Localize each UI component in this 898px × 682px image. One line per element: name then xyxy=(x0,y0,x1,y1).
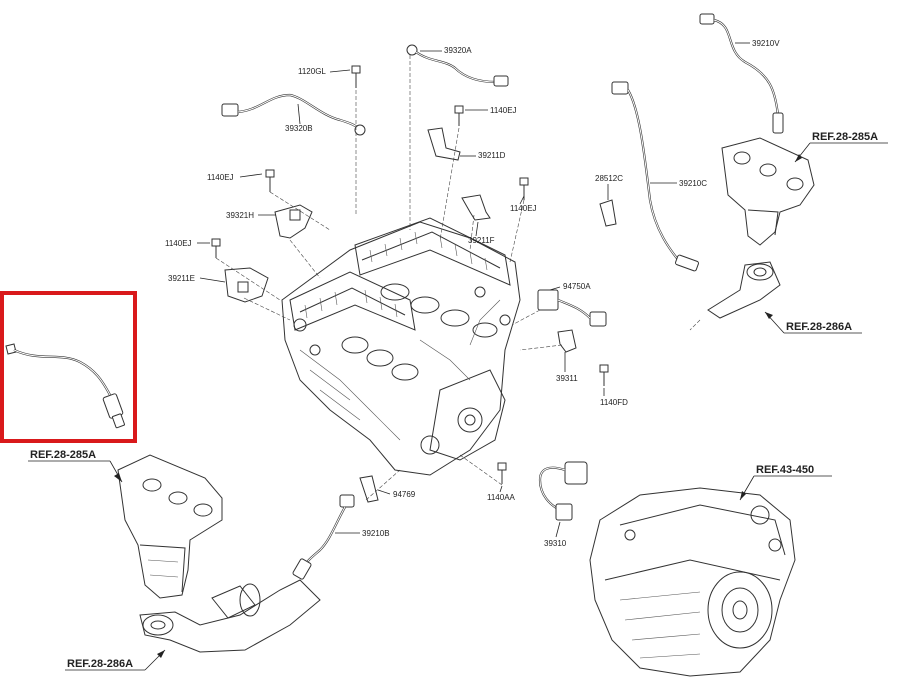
right-exhaust-pipe xyxy=(689,261,781,331)
bracket-28512c xyxy=(599,199,617,227)
label-39210v[interactable]: 39210V xyxy=(752,39,780,48)
bracket-94769 xyxy=(359,475,379,503)
bolt-1140aa xyxy=(497,462,507,484)
highlighted-oxygen-sensor[interactable] xyxy=(0,291,137,443)
bolt-1140fd xyxy=(599,364,609,386)
label-1140ej-b[interactable]: 1140EJ xyxy=(207,173,234,182)
label-1140aa[interactable]: 1140AA xyxy=(487,493,516,502)
part-labels: 1120GL 39320A 39320B 1140EJ 39211D 1140E… xyxy=(165,39,780,548)
bolt-1140ej-c xyxy=(519,177,529,200)
bracket-39321h xyxy=(274,204,313,239)
connector-94750a xyxy=(537,289,607,327)
engine-assembly xyxy=(281,217,521,476)
label-39211d[interactable]: 39211D xyxy=(478,151,506,160)
label-1140ej-a[interactable]: 1140EJ xyxy=(490,106,517,115)
label-1140ej-d[interactable]: 1140EJ xyxy=(165,239,192,248)
bolt-1140ej-a xyxy=(454,105,464,126)
label-39211e[interactable]: 39211E xyxy=(168,274,195,283)
label-39310[interactable]: 39310 xyxy=(544,539,567,548)
transmission-assembly xyxy=(589,487,796,677)
label-39210b[interactable]: 39210B xyxy=(362,529,390,538)
bolt-1140ej-d xyxy=(211,238,221,258)
knock-sensor-harness-39320b xyxy=(221,93,366,136)
bolt-1140ej-b xyxy=(265,169,275,192)
ref-28-286a-right[interactable]: REF.28-286A xyxy=(786,321,852,333)
ref-28-285a-right[interactable]: REF.28-285A xyxy=(812,131,878,143)
bracket-39311 xyxy=(557,329,577,353)
ref-28-286a-left[interactable]: REF.28-286A xyxy=(67,658,133,670)
label-94769[interactable]: 94769 xyxy=(393,490,416,499)
label-39320b[interactable]: 39320B xyxy=(285,124,313,133)
crank-sensor-39310 xyxy=(538,461,588,521)
label-1140ej-c[interactable]: 1140EJ xyxy=(510,204,537,213)
ref-28-285a-left[interactable]: REF.28-285A xyxy=(30,449,96,461)
ref-43-450[interactable]: REF.43-450 xyxy=(756,464,814,476)
label-39210c[interactable]: 39210C xyxy=(679,179,707,188)
left-exhaust-pipe xyxy=(139,579,321,653)
right-exhaust-manifold xyxy=(721,137,815,246)
label-28512c[interactable]: 28512C xyxy=(595,174,623,183)
label-1120gl[interactable]: 1120GL xyxy=(298,67,326,76)
knock-sensor-harness-39320a xyxy=(406,44,509,87)
bolt-1120gl xyxy=(351,65,361,88)
oxygen-sensor-39210b xyxy=(292,494,355,580)
label-39211f[interactable]: 39211F xyxy=(468,236,495,245)
bracket-39211f xyxy=(461,194,491,221)
left-exhaust-manifold xyxy=(117,454,223,599)
highlight-frame xyxy=(0,291,137,443)
reference-callouts: REF.28-285A REF.28-286A REF.28-285A REF.… xyxy=(28,131,888,671)
lead-lines xyxy=(215,55,563,501)
label-39321h[interactable]: 39321H xyxy=(226,211,254,220)
label-39311[interactable]: 39311 xyxy=(556,374,578,383)
oxygen-sensor-39210v xyxy=(699,13,784,134)
label-94750a[interactable]: 94750A xyxy=(563,282,591,291)
oxygen-sensor-39210c xyxy=(611,81,699,272)
bracket-39211e xyxy=(224,267,269,303)
label-1140fd[interactable]: 1140FD xyxy=(600,398,628,407)
bracket-39211d xyxy=(427,127,461,161)
label-39320a[interactable]: 39320A xyxy=(444,46,472,55)
